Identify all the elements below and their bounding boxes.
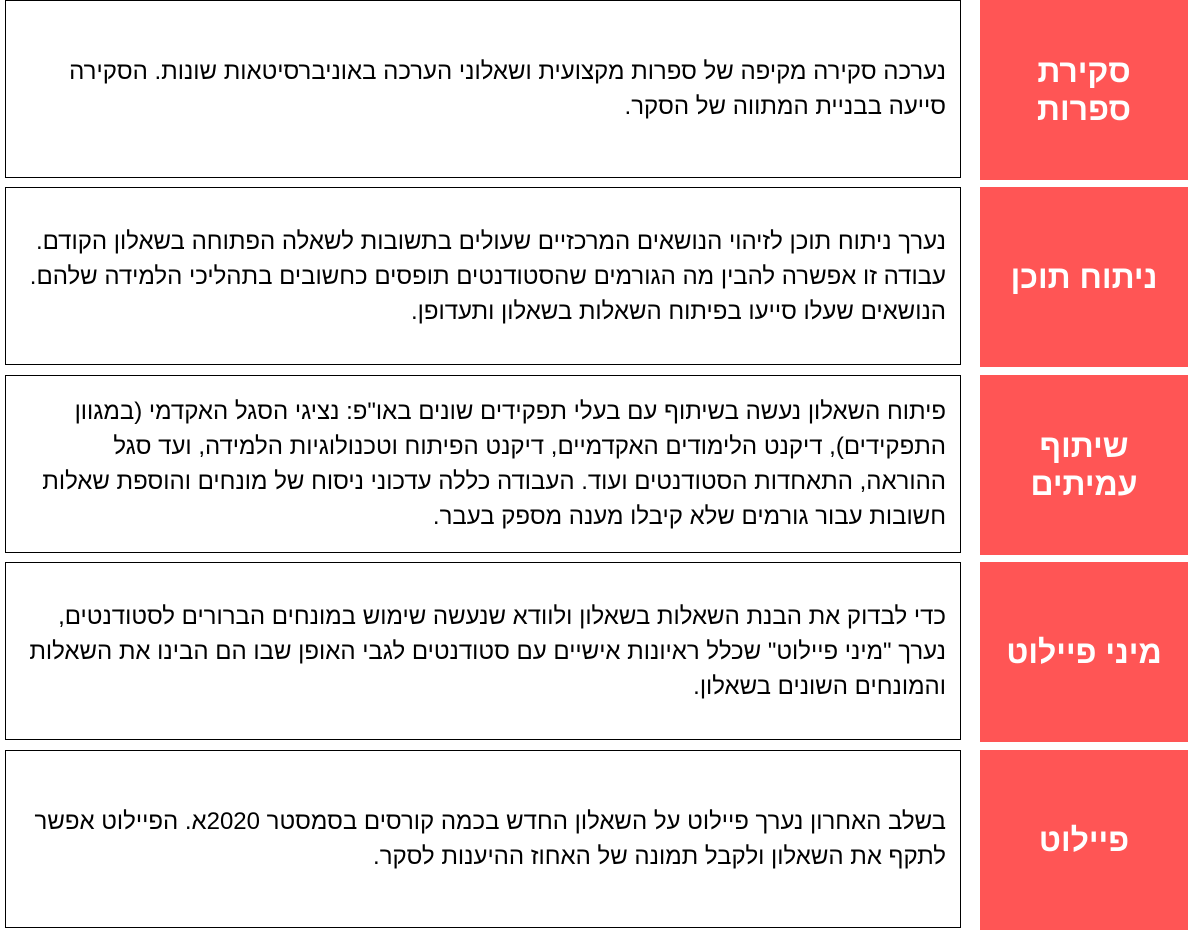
stage-label: שיתוף עמיתים [1030,428,1138,502]
stage-label-box: פיילוט [980,750,1188,930]
stage-row-peer-collaboration: פיתוח השאלון נעשה בשיתוף עם בעלי תפקידים… [0,375,1188,555]
stage-description: בשלב האחרון נערך פיילוט על השאלון החדש ב… [34,808,946,870]
stage-description: כדי לבדוק את הבנת השאלות בשאלון ולוודא ש… [29,602,946,700]
stage-description: נערכה סקירה מקיפה של ספרות מקצועית ושאלו… [69,58,946,120]
stage-description-box: פיתוח השאלון נעשה בשיתוף עם בעלי תפקידים… [5,375,961,553]
stage-description-box: בשלב האחרון נערך פיילוט על השאלון החדש ב… [5,750,961,928]
stage-row-mini-pilot: כדי לבדוק את הבנת השאלות בשאלון ולוודא ש… [0,562,1188,742]
stage-row-literature-review: נערכה סקירה מקיפה של ספרות מקצועית ושאלו… [0,0,1188,180]
stage-row-content-analysis: נערך ניתוח תוכן לזיהוי הנושאים המרכזיים … [0,187,1188,367]
stage-label: סקירת ספרות [1037,53,1131,127]
stage-label: מיני פיילוט [1006,634,1162,670]
stage-description: פיתוח השאלון נעשה בשיתוף עם בעלי תפקידים… [42,398,946,530]
stage-description: נערך ניתוח תוכן לזיהוי הנושאים המרכזיים … [29,227,946,325]
stage-label-box: שיתוף עמיתים [980,375,1188,555]
stage-description-box: נערכה סקירה מקיפה של ספרות מקצועית ושאלו… [5,0,961,178]
stage-label-box: מיני פיילוט [980,562,1188,742]
stage-label-box: סקירת ספרות [980,0,1188,180]
stage-label: ניתוח תוכן [1010,259,1158,295]
stage-label-box: ניתוח תוכן [980,187,1188,367]
stage-description-box: כדי לבדוק את הבנת השאלות בשאלון ולוודא ש… [5,562,961,740]
stage-label: פיילוט [1038,822,1130,858]
stage-row-pilot: בשלב האחרון נערך פיילוט על השאלון החדש ב… [0,750,1188,930]
stage-description-box: נערך ניתוח תוכן לזיהוי הנושאים המרכזיים … [5,187,961,365]
